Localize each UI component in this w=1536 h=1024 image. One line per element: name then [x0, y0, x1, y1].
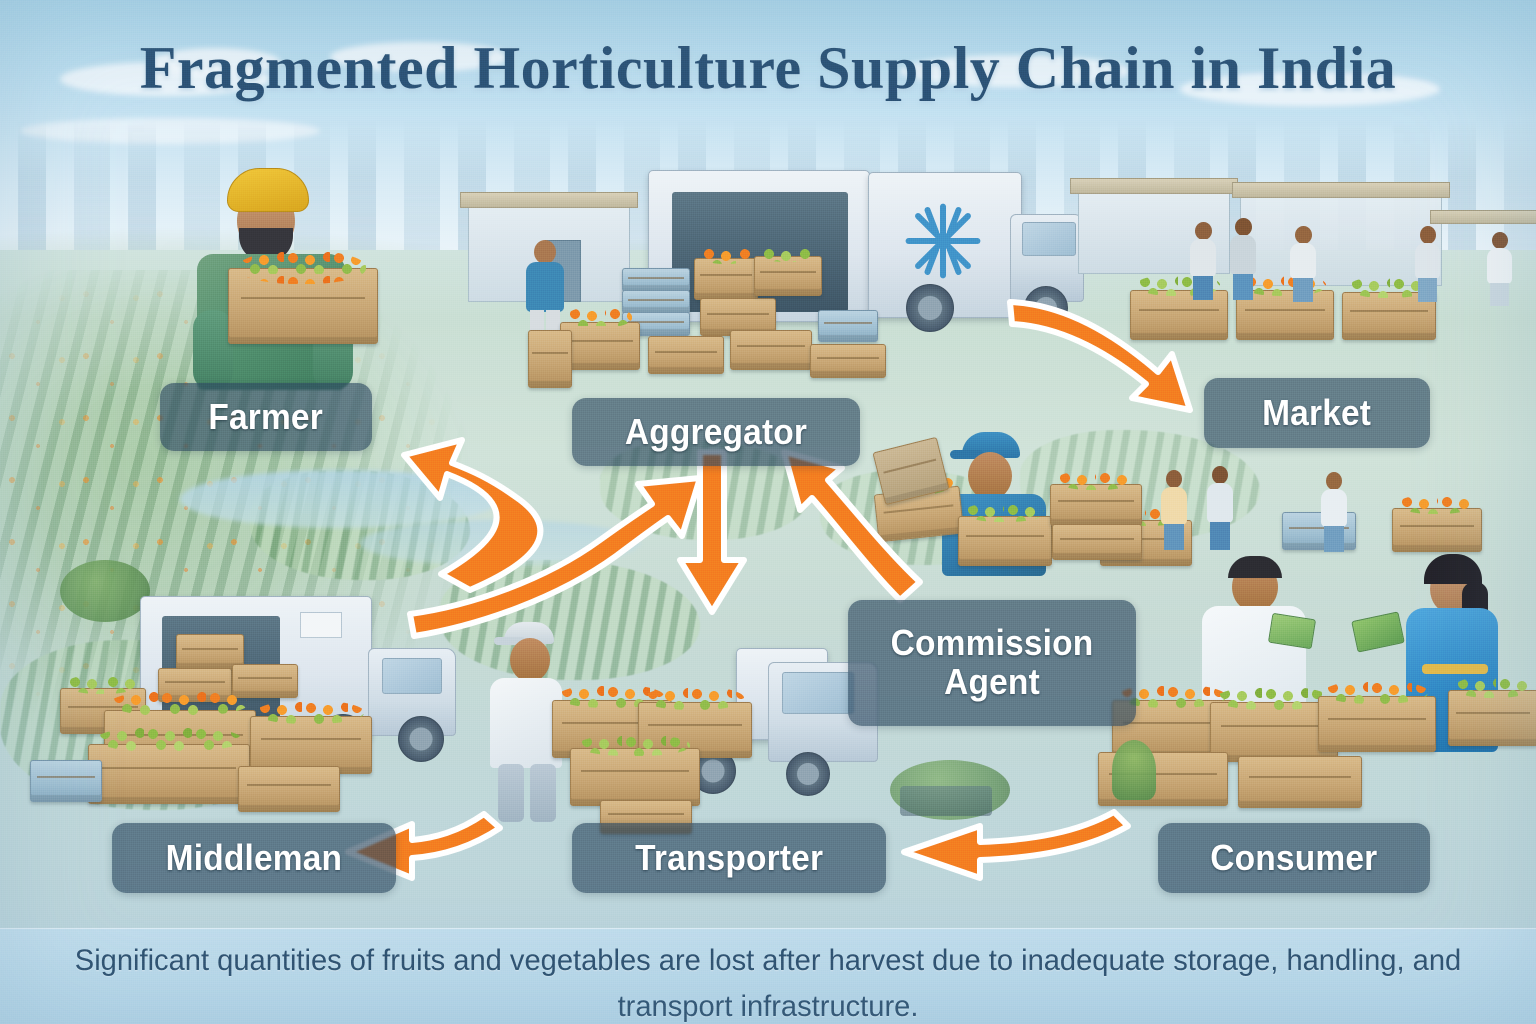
crate [1318, 696, 1436, 752]
truck-wheel [1024, 286, 1068, 330]
bush [60, 560, 150, 622]
produce-pile [1324, 680, 1428, 704]
crate [238, 766, 340, 812]
crate [1448, 690, 1536, 746]
produce-pile [1348, 276, 1428, 298]
node-farmer[interactable]: Farmer [160, 383, 372, 451]
produce-pile [66, 674, 138, 694]
snowflake-icon [900, 198, 986, 284]
shopper [1486, 232, 1514, 306]
node-aggregator[interactable]: Aggregator [572, 398, 860, 466]
cloud [1180, 72, 1440, 106]
cap-brim [950, 450, 984, 459]
produce-pile [1454, 676, 1532, 698]
node-consumer-label: Consumer [1210, 836, 1378, 878]
node-middleman[interactable]: Middleman [112, 823, 396, 893]
produce-pile [96, 726, 242, 752]
shopper [1414, 226, 1442, 302]
cloud [20, 118, 320, 144]
shopper [1320, 472, 1348, 552]
node-commission-agent[interactable]: Commission Agent [848, 600, 1136, 726]
caption-text: Significant quantities of fruits and veg… [74, 944, 1462, 1023]
cloud [330, 42, 510, 72]
crate [648, 336, 724, 374]
water-stream [360, 520, 640, 566]
node-farmer-label: Farmer [208, 395, 324, 437]
node-commission-agent-label: Commission Agent [890, 622, 1094, 702]
market-stall-roof [1070, 178, 1238, 194]
hair [1228, 556, 1282, 578]
crate [1050, 484, 1142, 526]
market-canopy [1430, 210, 1536, 224]
crate [754, 256, 822, 296]
node-transporter[interactable]: Transporter [572, 823, 886, 893]
crate [694, 258, 758, 300]
produce-pile [760, 246, 814, 262]
cloud [150, 48, 280, 76]
crate [560, 322, 640, 370]
produce-pile [1398, 494, 1474, 514]
page-title-wrap: Fragmented Horticulture Supply Chain in … [0, 38, 1536, 98]
crate [810, 344, 886, 378]
shopper [1188, 222, 1218, 300]
node-market-label: Market [1262, 391, 1372, 433]
pallet [900, 786, 992, 816]
turban [227, 168, 309, 212]
node-aggregator-label: Aggregator [624, 410, 808, 452]
crate [818, 310, 878, 342]
produce-pile [1056, 470, 1134, 490]
crate [30, 760, 102, 802]
node-middleman-label: Middleman [165, 836, 343, 878]
node-consumer[interactable]: Consumer [1158, 823, 1430, 893]
shopper [1206, 466, 1234, 550]
packhouse-roof [460, 192, 638, 208]
truck-wheel [786, 752, 830, 796]
crate [528, 330, 572, 388]
produce-pile [110, 690, 248, 716]
crate [1392, 508, 1482, 552]
crate [622, 268, 690, 292]
market-stall-roof [1232, 182, 1450, 198]
crate [570, 748, 700, 806]
produce-pile [1216, 686, 1330, 710]
page-title: Fragmented Horticulture Supply Chain in … [139, 35, 1397, 101]
cloud [900, 55, 1130, 87]
market-stall-building [1240, 192, 1442, 286]
truck-wheel [906, 284, 954, 332]
caption-band [0, 928, 1536, 1024]
produce-pile [700, 246, 752, 264]
crate [1052, 524, 1142, 560]
truck-label [300, 612, 342, 638]
produce-pile [964, 502, 1044, 522]
truck-window [1022, 222, 1076, 256]
crate [232, 664, 298, 698]
crate [622, 290, 690, 314]
truck-window [382, 658, 442, 694]
sari-band [1422, 664, 1488, 674]
produce-pile [644, 686, 744, 710]
produce-pile [1118, 684, 1226, 708]
produce-pile [566, 306, 632, 328]
node-transporter-label: Transporter [634, 836, 824, 878]
crate [1238, 756, 1362, 808]
shopper [1228, 218, 1258, 300]
crate [730, 330, 812, 370]
cap-brim [494, 637, 526, 645]
produce-pile [256, 700, 364, 724]
hair [1424, 554, 1482, 584]
water-stream [180, 470, 500, 528]
shopper [1288, 226, 1318, 302]
node-market[interactable]: Market [1204, 378, 1430, 448]
truck-wheel [398, 716, 444, 762]
crate [88, 744, 250, 804]
produce-pile [578, 734, 690, 756]
shopper [1160, 470, 1188, 550]
crate [250, 716, 372, 774]
produce-pile [238, 250, 366, 284]
crate [958, 516, 1052, 566]
truck-window [782, 672, 854, 714]
potted-plant [1112, 740, 1156, 800]
